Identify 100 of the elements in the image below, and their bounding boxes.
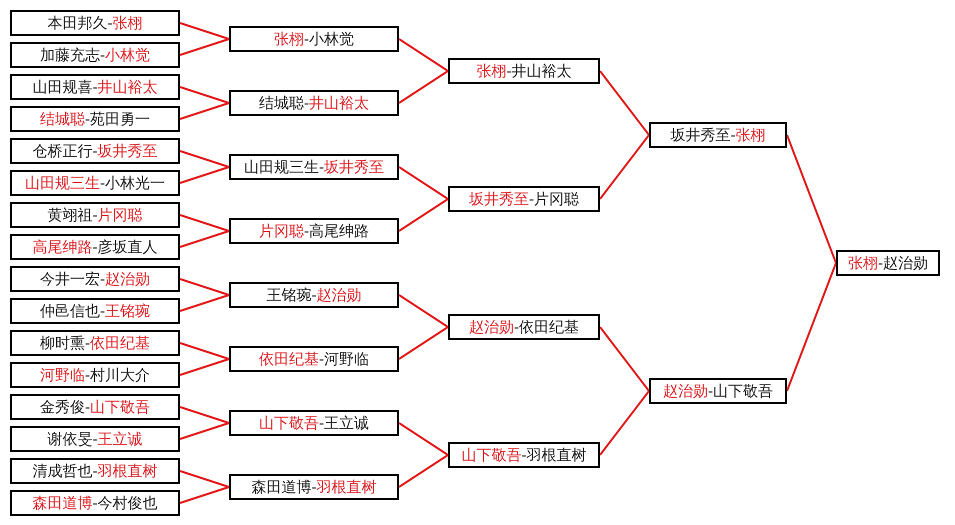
bracket-line [599, 134, 650, 200]
player-name: -苑田勇一 [84, 110, 150, 128]
match-box [229, 154, 399, 180]
player-name: 赵治勋 [105, 270, 150, 288]
match-box [10, 138, 180, 164]
player-name: 王铭琬- [266, 286, 317, 304]
match-box [448, 442, 600, 468]
player-name: 羽根直树 [98, 462, 158, 480]
match-box [448, 314, 600, 340]
match-box [10, 202, 180, 228]
bracket-line [180, 22, 230, 40]
player-name: -片冈聪 [528, 190, 580, 208]
player-name: 赵治勋 [468, 318, 514, 336]
player-name: 小林觉 [105, 46, 150, 64]
player-name: 加藤充志- [40, 46, 106, 64]
player-name: -村川大介 [84, 366, 150, 384]
player-name: 张栩 [736, 126, 766, 144]
match-box [10, 170, 180, 196]
player-name: 赵治勋 [662, 382, 708, 400]
match-box [10, 330, 180, 356]
bracket-line [180, 422, 230, 440]
player-name: 柳时熏- [40, 334, 90, 352]
bracket-line [180, 278, 230, 296]
player-name: 片冈聪 [98, 206, 143, 224]
player-name: -今村俊也 [92, 494, 158, 512]
player-name: 张栩 [112, 14, 143, 32]
bracket-line [398, 38, 449, 72]
player-name: 结城聪- [258, 94, 310, 112]
player-name: 结城聪 [40, 110, 85, 128]
bracket-line [786, 134, 837, 264]
player-name: 张栩 [476, 62, 506, 80]
match-box [229, 346, 399, 372]
bracket-line [398, 454, 449, 488]
player-name: 王立诚 [98, 430, 143, 448]
player-name: 山田规三生- [244, 158, 324, 176]
match-box [10, 298, 180, 324]
player-name: 坂井秀至 [98, 142, 158, 160]
player-name: 张栩 [274, 30, 304, 48]
player-name: -山下敬吾 [708, 382, 774, 400]
player-name: 山田规喜- [32, 78, 98, 96]
player-name: 高尾绅路 [32, 238, 92, 256]
match-box [10, 266, 180, 292]
player-name: 山田规三生 [24, 174, 100, 192]
bracket-line [398, 198, 449, 232]
bracket-line [180, 294, 230, 312]
player-name: -高尾绅路 [304, 222, 370, 240]
match-box [229, 90, 399, 116]
player-name: -羽根直树 [521, 446, 587, 464]
match-box [10, 42, 180, 68]
match-box [10, 490, 180, 516]
player-name: 赵治勋 [316, 286, 362, 304]
match-box [836, 250, 940, 276]
player-name: 河野临 [40, 366, 85, 384]
player-name: -赵治勋 [878, 254, 928, 272]
bracket-line [180, 214, 230, 232]
match-box [448, 58, 600, 84]
player-name: 黄翊祖- [47, 206, 98, 224]
player-name: 山下敬吾 [258, 414, 319, 432]
bracket-line [180, 230, 230, 248]
bracket-line [599, 326, 650, 392]
player-name: 坂井秀至 [468, 190, 529, 208]
player-name: 井山裕太 [98, 78, 158, 96]
player-name: -小林光一 [100, 174, 166, 192]
player-name: -河野临 [318, 350, 370, 368]
match-box [229, 218, 399, 244]
bracket-line [398, 70, 449, 104]
match-box [10, 394, 180, 420]
player-name: -彦坂直人 [92, 238, 158, 256]
bracket-line [398, 326, 449, 360]
bracket-line [180, 38, 230, 56]
bracket-line [398, 294, 449, 328]
match-box [229, 410, 399, 436]
bracket-line [180, 486, 230, 504]
match-box [10, 458, 180, 484]
player-name: 依田纪基 [258, 350, 319, 368]
match-box [10, 10, 180, 36]
match-box [229, 26, 399, 52]
match-box [10, 426, 180, 452]
player-name: 仲邑信也- [40, 302, 106, 320]
player-name: -小林觉 [304, 30, 354, 48]
player-name: 仓桥正行- [32, 142, 98, 160]
match-box [229, 282, 399, 308]
player-name: 坂井秀至 [324, 158, 384, 176]
player-name: 张栩 [848, 254, 878, 272]
player-name: 羽根直树 [316, 478, 377, 496]
bracket-line [180, 470, 230, 488]
bracket-line [599, 70, 650, 136]
player-name: 王铭琬 [105, 302, 150, 320]
player-name: 片冈聪 [258, 222, 304, 240]
player-name: 坂井秀至- [670, 126, 736, 144]
match-box [10, 362, 180, 388]
player-name: 山下敬吾 [90, 398, 150, 416]
bracket-line [599, 390, 650, 456]
player-name: 清成哲也- [32, 462, 98, 480]
match-box [10, 74, 180, 100]
player-name: 今井一宏- [40, 270, 106, 288]
player-name: 金秀俊- [40, 398, 90, 416]
player-name: 森田道博- [251, 478, 317, 496]
bracket-line [786, 262, 837, 392]
match-box [649, 378, 787, 404]
